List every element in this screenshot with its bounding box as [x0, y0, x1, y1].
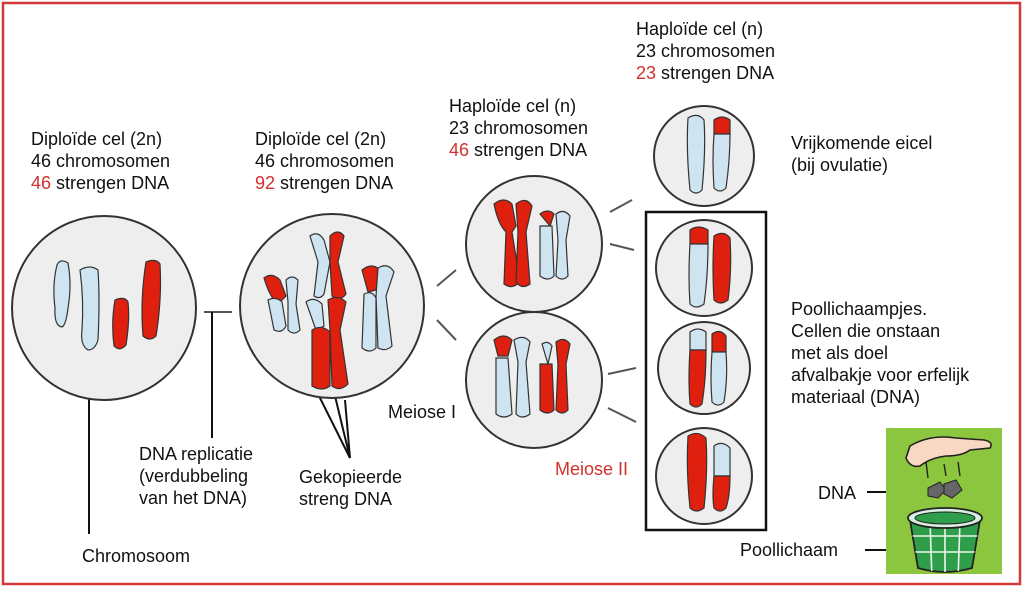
copied-line: Gekopieerde: [299, 467, 403, 487]
polar-line: Cellen die onstaan: [791, 321, 941, 341]
label-cell3: Haploïde cel (n) 23 chromosomen 46 stren…: [449, 95, 588, 161]
chromosome-blue: [53, 260, 71, 328]
strand-label: strengen DNA: [51, 173, 170, 193]
chromosome-red-small: [541, 341, 553, 367]
chromosome-blue: [79, 266, 100, 351]
dna-strands: 46 strengen DNA: [31, 172, 170, 194]
label-copied-strand: Gekopieerde streng DNA: [299, 466, 402, 510]
label-egg: Vrijkomende eicel (bij ovulatie): [791, 132, 932, 176]
chromosome-small: [539, 225, 555, 280]
label-meiosis-2: Meiose II: [555, 459, 629, 479]
cell-egg: [653, 105, 755, 207]
label-cell4: Haploïde cel (n) 23 chromosomen 23 stren…: [636, 18, 775, 84]
replication-line: DNA replicatie: [139, 444, 254, 464]
label-polar-bodies: Poollichaampjes. Cellen die onstaan met …: [791, 298, 969, 408]
chromosome-red-x: [515, 199, 533, 288]
trash-illustration: [886, 428, 1002, 574]
chromosome-red-x: [493, 199, 521, 288]
cell-diploid-2: [239, 213, 425, 399]
chromosome-small: [539, 210, 555, 228]
strand-count: 46: [31, 173, 52, 193]
strand-count: 46: [449, 140, 470, 160]
hand-icon: [905, 436, 992, 468]
polar-line: met als doel: [791, 343, 889, 363]
egg-line: Vrijkomende eicel: [791, 133, 933, 153]
cell-haploid-top: [465, 175, 603, 313]
chromosome-red-small: [539, 363, 555, 414]
egg-line: (bij ovulatie): [791, 155, 889, 175]
polar-line: afvalbakje voor erfelijk: [791, 365, 970, 385]
label-dna: DNA: [818, 483, 857, 503]
label-meiosis-1: Meiose I: [388, 402, 457, 422]
strand-count: 92: [255, 173, 276, 193]
connector-lines: [204, 199, 637, 423]
strand-count: 23: [636, 63, 657, 83]
label-chromosome: Chromosoom: [82, 546, 191, 566]
ploidy-text: Haploïde cel (n): [636, 19, 764, 39]
label-cell1: Diploïde cel (2n) 46 chromosomen 46 stre…: [31, 128, 170, 194]
chromosome-red-small: [555, 338, 571, 414]
chromosome-x-red: [305, 296, 349, 390]
falling-lines: [925, 461, 961, 479]
dna-strands: 23 strengen DNA: [636, 62, 775, 84]
cell-membrane: [465, 311, 603, 449]
chromosome-red: [141, 259, 162, 340]
chromosome-blue-x: [513, 336, 531, 418]
polar-body-1: [655, 219, 753, 317]
chromosome-count: 46 chromosomen: [31, 151, 171, 171]
label-cell2: Diploïde cel (2n) 46 chromosomen 92 stre…: [255, 128, 394, 194]
chromosome-count: 23 chromosomen: [636, 41, 776, 61]
chromosome-blue-x: [493, 335, 513, 357]
replication-line: (verdubbeling: [139, 466, 249, 486]
strand-label: strengen DNA: [275, 173, 394, 193]
chromosome-small: [555, 210, 571, 280]
dna-strands: 92 strengen DNA: [255, 172, 394, 194]
chromosome-red: [112, 297, 130, 350]
chromosome-blue-x: [495, 357, 513, 418]
cell-membrane: [11, 215, 197, 401]
polar-body-2: [657, 321, 751, 415]
chromosome-x-red-blue: [263, 274, 301, 334]
polar-bodies-box: [644, 210, 768, 532]
chromosome-count: 46 chromosomen: [255, 151, 395, 171]
cell-diploid-1: [11, 215, 197, 401]
bin-icon: [907, 507, 983, 573]
dna-strands: 46 strengen DNA: [449, 139, 588, 161]
strand-label: strengen DNA: [656, 63, 775, 83]
label-polar-body: Poollichaam: [740, 540, 839, 560]
label-replication: DNA replicatie (verdubbeling van het DNA…: [139, 443, 253, 509]
chromosome-x-blue-red: [309, 231, 347, 300]
replication-line: van het DNA): [139, 488, 248, 508]
polar-body-3: [655, 427, 753, 525]
polar-line: Poollichaampjes.: [791, 299, 928, 319]
ploidy-text: Diploïde cel (2n): [255, 129, 387, 149]
ploidy-text: Diploïde cel (2n): [31, 129, 163, 149]
chromosome-count: 23 chromosomen: [449, 118, 589, 138]
chromosome-x-red-blue: [361, 265, 395, 352]
dna-scraps-icon: [927, 479, 963, 499]
strand-label: strengen DNA: [469, 140, 588, 160]
cell-membrane: [465, 175, 603, 313]
polar-line: materiaal (DNA): [791, 387, 921, 407]
cell-haploid-bottom: [465, 311, 603, 449]
ploidy-text: Haploïde cel (n): [449, 96, 577, 116]
copied-line: streng DNA: [299, 489, 393, 509]
